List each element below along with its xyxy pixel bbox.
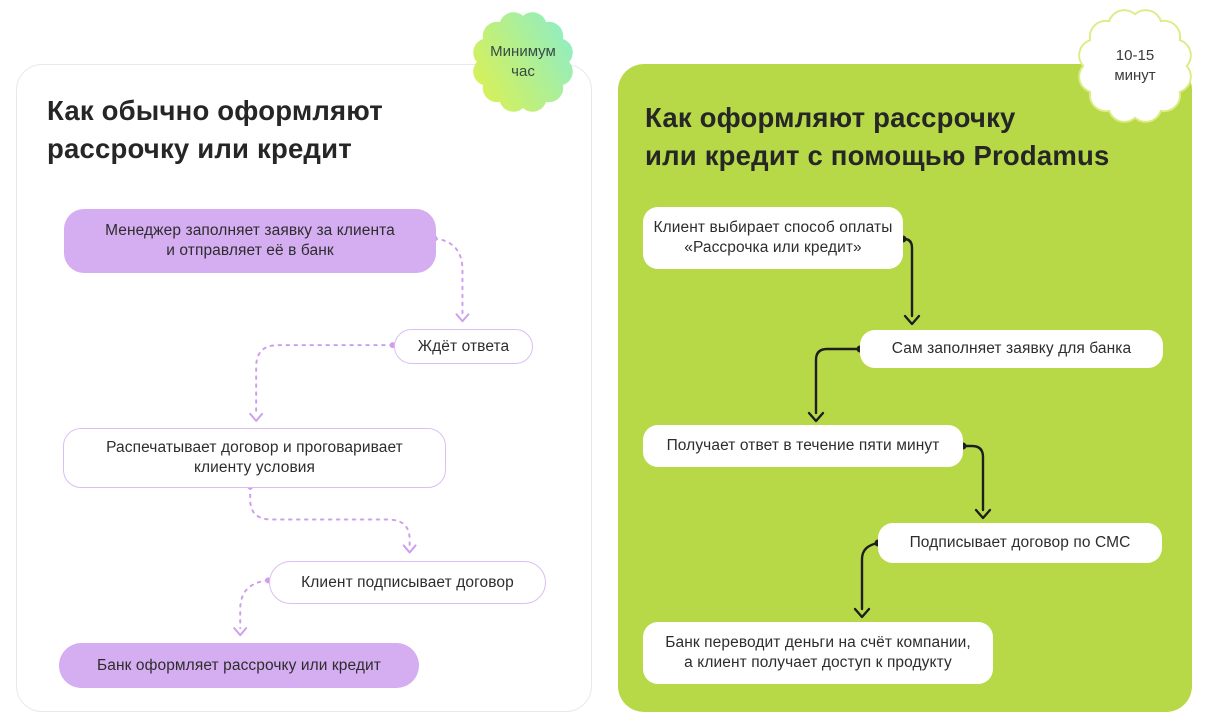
panel-prodamus-process: Как оформляют рассрочку или кредит с пом… <box>618 64 1192 712</box>
panel-usual-process: Как обычно оформляют рассрочку или креди… <box>16 64 592 712</box>
step-text: клиенту условия <box>193 459 316 476</box>
step-client-chooses-payment: Клиент выбирает способ оплаты «Рассрочка… <box>643 207 903 269</box>
step-text: Получает ответ в течение пяти минут <box>666 437 940 454</box>
flower-shape-icon <box>473 12 573 112</box>
step-text: «Рассрочка или кредит» <box>684 239 862 256</box>
step-text: а клиент получает доступ к продукту <box>684 654 952 671</box>
step-bank-processes: Банк оформляет рассрочку или кредит <box>59 643 419 688</box>
step-signs-sms: Подписывает договор по СМС <box>878 523 1162 563</box>
duration-badge-prodamus: 10-15 минут <box>1071 2 1199 130</box>
step-manager-application: Менеджер заполняет заявку за клиента и о… <box>64 209 436 273</box>
panel-prodamus-title: Как оформляют рассрочку или кредит с пом… <box>645 99 1110 175</box>
title-line: рассрочку или кредит <box>47 133 352 164</box>
title-line: Как обычно оформляют <box>47 95 383 126</box>
badge-line: час <box>511 63 535 80</box>
step-bank-transfers: Банк переводит деньги на счёт компании, … <box>643 622 993 684</box>
step-print-contract: Распечатывает договор и проговаривает кл… <box>63 428 446 488</box>
badge-line: Минимум <box>490 43 556 60</box>
step-text: Клиент выбирает способ оплаты <box>653 219 893 236</box>
step-text: Менеджер заполняет заявку за клиента <box>105 222 395 239</box>
step-client-signs: Клиент подписывает договор <box>269 561 546 604</box>
step-text: Подписывает договор по СМС <box>909 534 1131 551</box>
step-gets-answer: Получает ответ в течение пяти минут <box>643 425 963 467</box>
step-text: Ждёт ответа <box>417 337 510 355</box>
panel-usual-title: Как обычно оформляют рассрочку или креди… <box>47 92 383 168</box>
title-line: или кредит с помощью Prodamus <box>645 140 1110 171</box>
step-text: и отправляет её в банк <box>166 242 334 259</box>
badge-line: 10-15 <box>1115 47 1155 64</box>
duration-badge-usual: Минимум час <box>463 5 583 119</box>
step-text: Банк оформляет рассрочку или кредит <box>96 656 382 674</box>
flower-shape-icon <box>1078 9 1192 123</box>
duration-badge-prodamus-text: 10-15 минут <box>1114 46 1155 86</box>
badge-line: минут <box>1114 67 1156 84</box>
step-text: Распечатывает договор и проговаривает <box>106 439 403 456</box>
step-wait-response: Ждёт ответа <box>394 329 533 364</box>
title-line: Как оформляют рассрочку <box>645 102 1016 133</box>
step-text: Сам заполняет заявку для банка <box>891 340 1132 357</box>
step-fills-application: Сам заполняет заявку для банка <box>860 330 1163 368</box>
step-text: Банк переводит деньги на счёт компании, <box>665 634 971 651</box>
step-text: Клиент подписывает договор <box>301 573 514 591</box>
duration-badge-usual-text: Минимум час <box>490 42 556 82</box>
